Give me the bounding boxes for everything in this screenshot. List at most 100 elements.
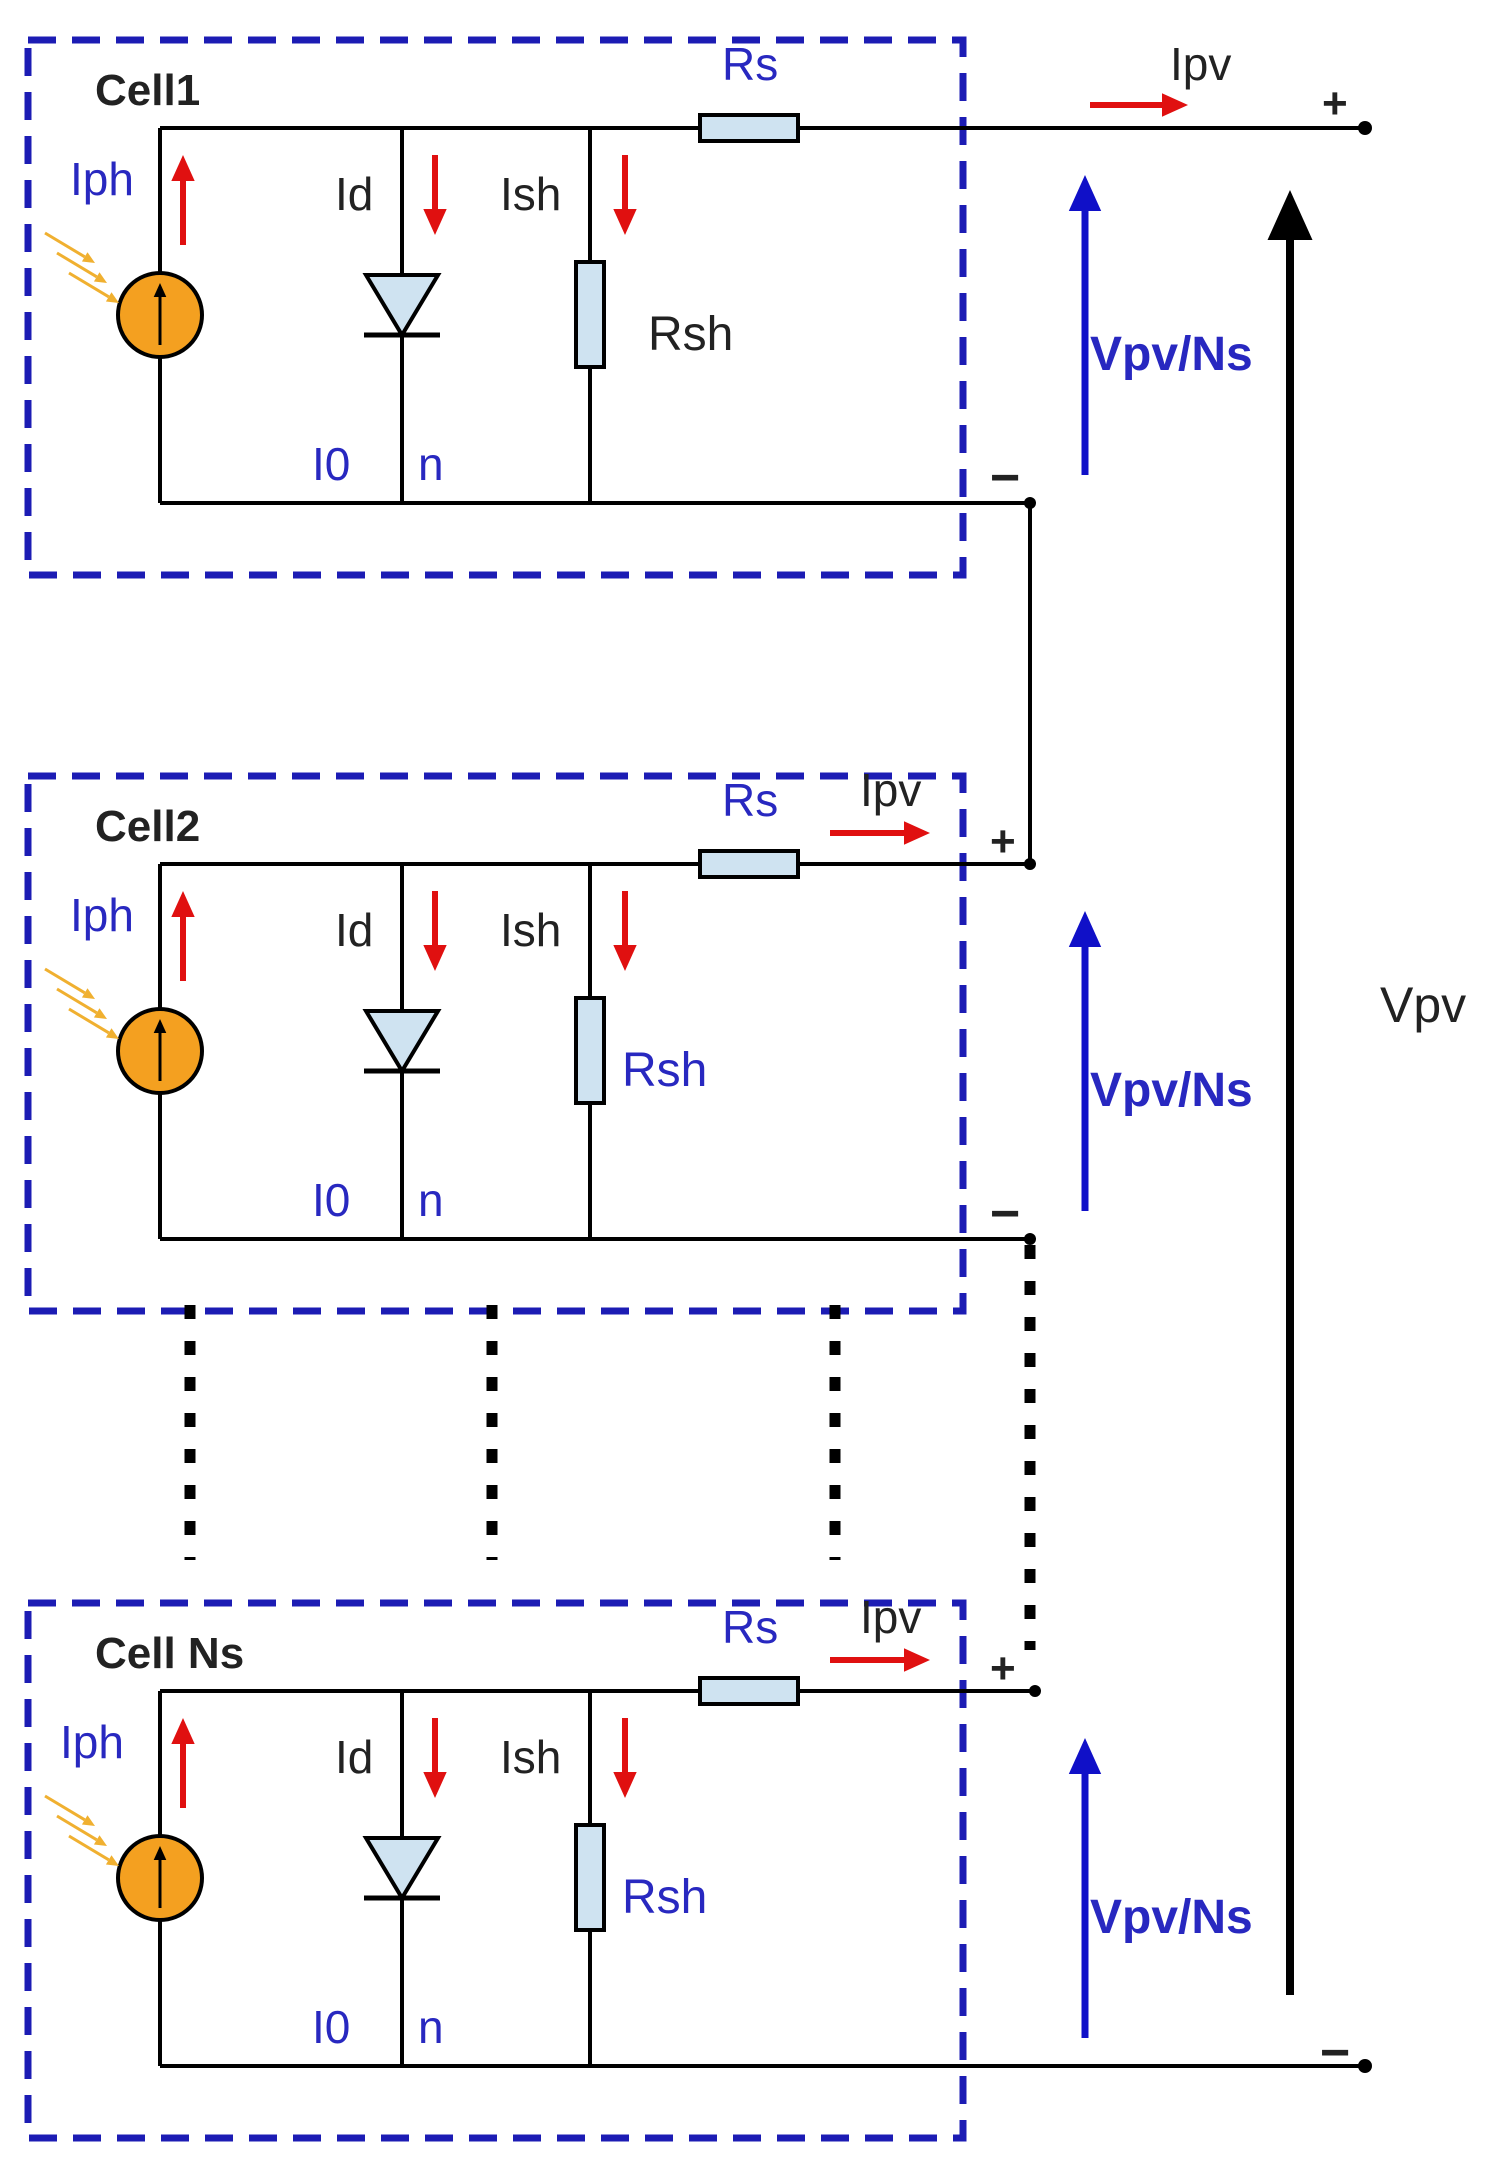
iph-arrow-icon-head [171, 1718, 195, 1744]
ipv-arrow-icon [830, 821, 930, 845]
light-ray-icon-head [81, 1815, 95, 1826]
plus-sign: + [990, 817, 1016, 866]
cell-boundary [24, 1599, 967, 2142]
shunt-resistor [574, 1823, 606, 1932]
ipv-label: Ipv [1170, 38, 1231, 90]
vcell-label: Vpv/Ns [1090, 1891, 1253, 1944]
light-ray-icon-head [81, 988, 95, 999]
light-ray-icon [44, 967, 95, 999]
module-minus-sign: − [1320, 2024, 1350, 2082]
ipv-label: Ipv [860, 1591, 921, 1643]
source-arrow-icon-head [153, 1846, 167, 1860]
light-ray-icon-shaft [44, 1794, 86, 1822]
cell-boundary [24, 36, 967, 579]
minus-sign: − [990, 449, 1020, 507]
iph-arrow-icon-head [171, 155, 195, 181]
ish-label: Ish [500, 168, 561, 220]
id-arrow-icon-head [423, 209, 447, 235]
light-ray-icon-shaft [68, 1834, 110, 1862]
source-arrow-icon-head [153, 283, 167, 297]
cell-title: Cell Ns [95, 1629, 244, 1678]
i0-label: I0 [312, 438, 350, 490]
series-resistor [698, 113, 800, 143]
source-arrow-icon-head [153, 1019, 167, 1033]
light-ray-icon-shaft [56, 251, 98, 279]
ipv-arrow-icon-head [1162, 93, 1188, 117]
junction-dot [1024, 1233, 1036, 1245]
id-arrow-icon [423, 1718, 447, 1798]
light-ray-icon-head [93, 272, 107, 283]
series-resistor [698, 1676, 800, 1706]
ish-arrow-icon [613, 891, 637, 971]
ish-arrow-icon-head [613, 1772, 637, 1798]
ipv-arrow-icon-head [904, 1648, 930, 1672]
terminal-minus-dot [1358, 2059, 1372, 2073]
id-label: Id [335, 1731, 373, 1783]
vcell-arrow-icon-head [1068, 911, 1102, 947]
ipv-label: Ipv [860, 764, 921, 816]
source-arrow-icon [153, 283, 167, 345]
diode-icon [362, 1836, 442, 1902]
vcell-arrow-icon-head [1068, 175, 1102, 211]
vpv-total-label: Vpv [1380, 977, 1466, 1033]
light-ray-icon-head [93, 1008, 107, 1019]
diode-icon [362, 273, 442, 339]
light-ray-icon [56, 251, 107, 283]
light-ray-icon [68, 271, 119, 303]
id-arrow-icon [423, 155, 447, 235]
rsh-label: Rsh [648, 308, 733, 361]
light-ray-icon-head [105, 1028, 119, 1039]
id-arrow-icon-head [423, 945, 447, 971]
light-ray-icon-head [81, 252, 95, 263]
vpv-total-arrow-icon [1267, 190, 1313, 1995]
ish-arrow-icon-head [613, 209, 637, 235]
minus-sign: − [990, 1185, 1020, 1243]
iph-arrow-icon-head [171, 891, 195, 917]
light-ray-icon-shaft [68, 1007, 110, 1035]
rs-label: Rs [722, 38, 778, 90]
rsh-label: Rsh [622, 1044, 707, 1097]
shunt-resistor [574, 260, 606, 369]
light-ray-icon [68, 1007, 119, 1039]
iph-arrow-icon [171, 155, 195, 245]
ish-arrow-icon [613, 1718, 637, 1798]
rs-label: Rs [722, 1601, 778, 1653]
junction-dot [1024, 858, 1036, 870]
source-arrow-icon [153, 1019, 167, 1081]
plus-sign: + [990, 1644, 1016, 1693]
iph-arrow-icon [171, 891, 195, 981]
module-plus-sign: + [1322, 79, 1348, 128]
i0-label: I0 [312, 1174, 350, 1226]
n-label: n [418, 438, 444, 490]
vcell-label: Vpv/Ns [1090, 328, 1253, 381]
junction-dot [1024, 497, 1036, 509]
iph-label: Iph [60, 1716, 124, 1768]
light-ray-icon-shaft [44, 231, 86, 259]
cell-title: Cell1 [95, 66, 200, 115]
light-ray-icon [56, 1814, 107, 1846]
id-arrow-icon [423, 891, 447, 971]
vcell-arrow-icon [1068, 911, 1102, 1211]
rs-label: Rs [722, 774, 778, 826]
ipv-arrow-icon-head [904, 821, 930, 845]
ish-label: Ish [500, 1731, 561, 1783]
id-label: Id [335, 904, 373, 956]
light-ray-icon [68, 1834, 119, 1866]
terminal-plus-dot [1358, 121, 1372, 135]
iph-label: Iph [70, 153, 134, 205]
light-ray-icon-shaft [56, 1814, 98, 1842]
i0-label: I0 [312, 2001, 350, 2053]
cell-title: Cell2 [95, 802, 200, 851]
light-ray-icon-shaft [44, 967, 86, 995]
rsh-label: Rsh [622, 1871, 707, 1924]
junction-dot [1029, 1685, 1041, 1697]
ipv-arrow-icon [830, 1648, 930, 1672]
light-ray-icon [44, 231, 95, 263]
light-ray-icon [56, 987, 107, 1019]
iph-label: Iph [70, 889, 134, 941]
